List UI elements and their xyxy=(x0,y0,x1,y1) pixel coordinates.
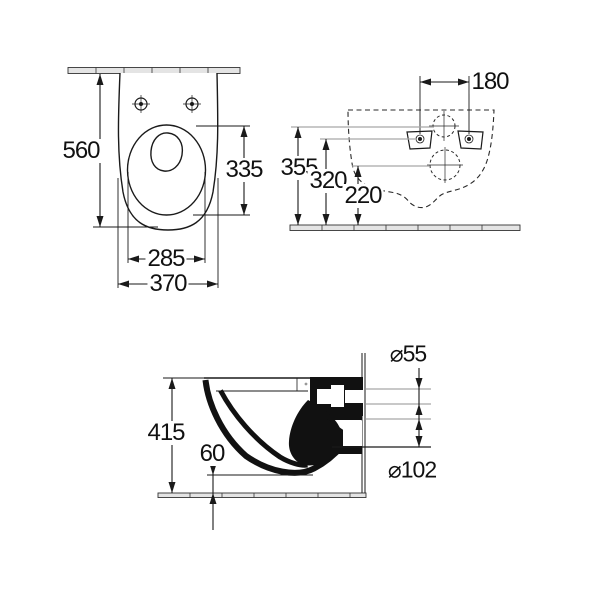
fixing-plate-right xyxy=(457,130,484,150)
dim-label-depth: 560 xyxy=(60,137,102,164)
toilet-section-silhouette xyxy=(202,377,363,476)
dim-label-inlet-diameter: ⌀55 xyxy=(387,340,429,367)
dim-180 xyxy=(419,76,470,134)
dim-285 xyxy=(127,172,206,263)
top-view xyxy=(67,67,250,288)
water-inlet-circle xyxy=(429,111,459,141)
wall-section-top xyxy=(67,67,241,74)
seat-fixing-hole-left xyxy=(132,95,150,113)
dim-inlet-outlet-diameters xyxy=(332,368,431,448)
dim-label-floor-clearance: 60 xyxy=(197,440,227,467)
floor-section-side xyxy=(157,492,367,498)
side-view xyxy=(157,353,431,530)
outlet-circle xyxy=(427,147,463,183)
seat-fixing-hole-right xyxy=(183,95,201,113)
dim-label-seat-length: 335 xyxy=(223,156,265,183)
fixing-plate-left xyxy=(406,130,433,150)
rear-view xyxy=(289,76,521,231)
dim-label-fixing-height: 320 xyxy=(307,167,349,194)
dim-label-seat-width: 285 xyxy=(145,245,187,272)
water-surface-outline xyxy=(150,132,184,172)
dim-60 xyxy=(207,463,313,530)
dim-label-height: 415 xyxy=(145,419,187,446)
dim-label-outlet-height: 220 xyxy=(342,182,384,209)
floor-section-rear xyxy=(289,224,521,231)
dim-label-fixing-spacing: 180 xyxy=(469,68,511,95)
dim-label-outlet-diameter: ⌀102 xyxy=(385,456,439,483)
wall-line-side xyxy=(361,353,366,493)
dim-label-width: 370 xyxy=(147,270,189,297)
